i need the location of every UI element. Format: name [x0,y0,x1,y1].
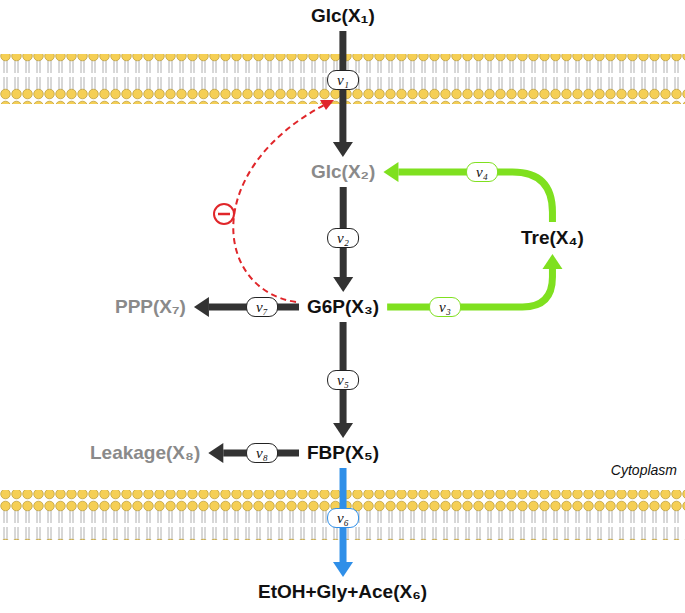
node-text: FBP(X₅) [307,442,379,464]
metabolite-label: FBP(X₅) [303,440,383,466]
flux-arrow [194,297,299,317]
metabolite-label: Glc(X₂) [307,159,379,185]
inhibition-line [233,104,326,302]
rate-label: v₁ [327,70,359,90]
rate-label: v₆ [327,508,359,528]
flux-arrow [383,162,552,222]
arrowhead [333,562,353,577]
rate-label: v₇ [246,297,278,317]
node-text: Leakage(X₈) [90,442,200,464]
node-text: PPP(X₇) [115,296,186,318]
flux-arrow [333,31,353,157]
rate-label: v₂ [327,228,359,248]
node-text: EtOH+Gly+Ace(X₆) [258,581,427,603]
pathway-label: Leakage(X₈) [86,440,204,466]
pathway-label: PPP(X₇) [111,294,190,320]
rate-label: v₄ [466,162,498,182]
metabolite-label: Glc(X₁) [307,3,379,29]
metabolite-label: G6P(X₃) [303,294,383,320]
arrowhead [333,277,353,292]
node-text: Glc(X₁) [311,5,375,27]
arrowhead [333,423,353,438]
node-text: Glc(X₂) [311,161,375,183]
node-text: Tre(X₄) [521,227,584,249]
inhibition-minus [218,213,230,216]
compartment-label: Cytoplasm [611,462,677,478]
node-text: G6P(X₃) [307,296,379,318]
flux-arrow [387,254,562,307]
rate-label: v₈ [246,443,278,463]
flux-arrow [208,443,299,463]
product-label: EtOH+Gly+Ace(X₆) [254,579,431,605]
arrowhead [542,254,562,269]
rate-label: v₃ [429,297,461,317]
metabolite-label: Tre(X₄) [517,225,588,251]
inhibition-arrowhead [320,100,334,110]
inhibition-symbol [214,204,234,224]
arrowhead [194,297,209,317]
flux-line [387,269,552,307]
arrowhead [333,142,353,157]
arrowhead [383,162,398,182]
arrowhead [208,443,223,463]
rate-label: v₅ [327,370,359,390]
